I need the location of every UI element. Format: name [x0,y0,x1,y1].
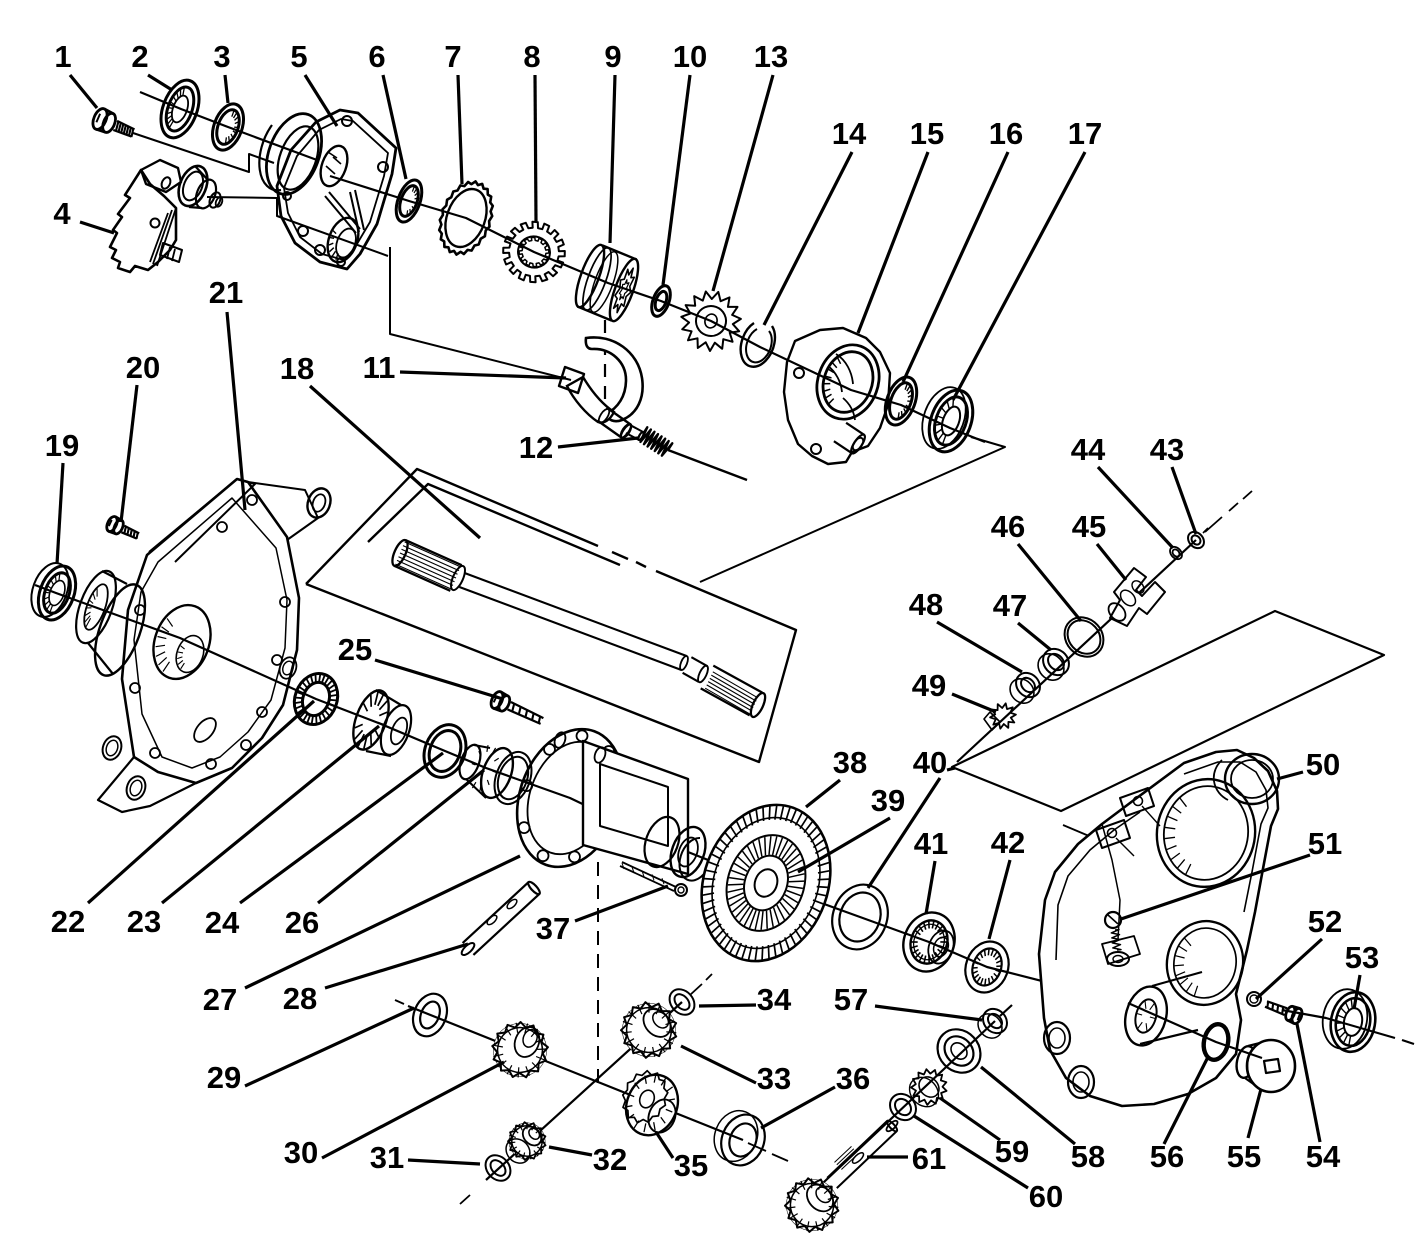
svg-text:17: 17 [1068,116,1102,151]
svg-text:61: 61 [912,1141,946,1176]
svg-text:24: 24 [205,905,240,940]
svg-text:54: 54 [1306,1139,1341,1174]
svg-text:6: 6 [368,39,385,74]
svg-text:2: 2 [131,39,148,74]
svg-text:55: 55 [1227,1139,1261,1174]
svg-text:21: 21 [209,275,243,310]
svg-text:18: 18 [280,351,314,386]
svg-text:60: 60 [1029,1179,1063,1214]
svg-text:53: 53 [1345,940,1379,975]
svg-text:27: 27 [203,982,237,1017]
svg-text:15: 15 [910,116,944,151]
svg-text:38: 38 [833,745,867,780]
svg-text:44: 44 [1071,432,1106,467]
svg-text:13: 13 [754,39,788,74]
svg-text:56: 56 [1150,1139,1184,1174]
svg-text:7: 7 [444,39,461,74]
svg-text:58: 58 [1071,1139,1105,1174]
svg-text:36: 36 [836,1061,870,1096]
svg-text:25: 25 [338,632,372,667]
svg-text:11: 11 [363,350,396,385]
svg-text:10: 10 [673,39,707,74]
svg-text:49: 49 [912,668,946,703]
svg-text:23: 23 [127,904,161,939]
svg-text:26: 26 [285,905,319,940]
svg-text:3: 3 [213,39,230,74]
svg-text:4: 4 [53,196,71,231]
svg-text:47: 47 [993,588,1027,623]
svg-text:33: 33 [757,1061,791,1096]
svg-text:12: 12 [519,430,553,465]
svg-text:9: 9 [604,39,621,74]
svg-text:29: 29 [207,1060,241,1095]
svg-text:42: 42 [991,825,1025,860]
svg-text:45: 45 [1072,509,1106,544]
svg-text:5: 5 [290,39,307,74]
svg-text:16: 16 [989,116,1023,151]
svg-text:22: 22 [51,904,85,939]
svg-text:28: 28 [283,981,317,1016]
svg-text:41: 41 [914,826,948,861]
svg-text:40: 40 [913,745,947,780]
svg-text:57: 57 [834,982,868,1017]
svg-text:35: 35 [674,1148,708,1183]
svg-text:8: 8 [523,39,540,74]
svg-text:37: 37 [536,911,570,946]
svg-text:30: 30 [284,1135,318,1170]
svg-text:46: 46 [991,509,1025,544]
svg-text:32: 32 [593,1142,627,1177]
svg-text:39: 39 [871,783,905,818]
svg-text:59: 59 [995,1134,1029,1169]
svg-text:51: 51 [1308,826,1342,861]
svg-text:50: 50 [1306,747,1340,782]
svg-text:43: 43 [1150,432,1184,467]
svg-text:31: 31 [370,1140,404,1175]
svg-text:48: 48 [909,587,943,622]
svg-text:34: 34 [757,982,792,1017]
svg-text:20: 20 [126,350,160,385]
svg-text:52: 52 [1308,904,1342,939]
svg-text:1: 1 [54,39,71,74]
svg-text:14: 14 [832,116,867,151]
svg-text:19: 19 [45,428,79,463]
